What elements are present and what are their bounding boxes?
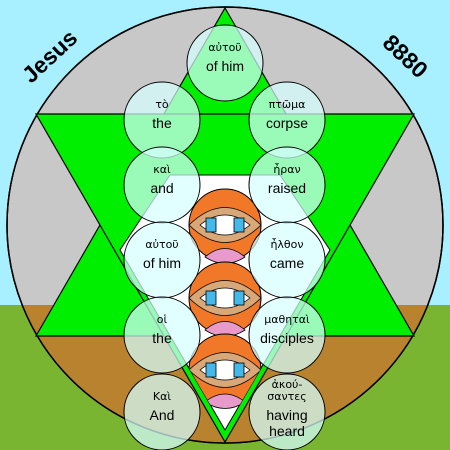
word-bubble: ἦραν raised <box>248 146 326 224</box>
ornament-module-2 <box>188 261 262 337</box>
word-bubble-circle <box>123 373 201 450</box>
english-word: heard <box>269 423 305 439</box>
word-bubble-circle <box>248 373 326 450</box>
greek-word: αὐτοῦ <box>145 238 178 251</box>
english-word: the <box>152 115 172 131</box>
english-word: raised <box>268 180 306 196</box>
ornament-module-3 <box>188 333 262 409</box>
word-bubble-circle <box>186 24 264 102</box>
english-word: disciples <box>260 330 314 346</box>
english-word: of him <box>143 255 181 271</box>
greek-word: οἱ <box>157 313 168 326</box>
english-word: of him <box>206 58 244 74</box>
greek-word: αὐτοῦ <box>208 41 241 54</box>
greek-word: ἀκού- <box>272 378 303 391</box>
greek-word: πτῶμα <box>269 98 306 111</box>
word-bubble-circle <box>123 296 201 374</box>
greek-word: τὸ <box>155 98 169 111</box>
word-bubble: οἱ the <box>123 296 201 374</box>
ornament-module-1 <box>188 188 262 264</box>
english-word: the <box>152 330 172 346</box>
greek-word: ἦλθον <box>270 238 303 251</box>
word-bubble: μαθηταὶ disciples <box>248 296 326 374</box>
greek-word: ἦραν <box>273 163 300 176</box>
english-word: corpse <box>266 115 308 131</box>
word-bubble-circle <box>248 296 326 374</box>
word-bubble: αὐτοῦ of him <box>186 24 264 102</box>
central-ornament <box>188 175 262 409</box>
greek-word: μαθηταὶ <box>264 313 310 326</box>
greek-word: Καὶ <box>153 390 171 403</box>
greek-word: καὶ <box>153 163 171 176</box>
english-word: came <box>270 255 304 271</box>
english-word: And <box>150 407 175 423</box>
word-bubble: αὐτοῦ of him <box>123 221 201 299</box>
english-word: and <box>150 180 173 196</box>
greek-word: σαντες <box>267 390 306 403</box>
word-bubble: ἦλθον came <box>248 221 326 299</box>
word-bubble: καὶ and <box>123 146 201 224</box>
english-word: having <box>266 407 307 423</box>
